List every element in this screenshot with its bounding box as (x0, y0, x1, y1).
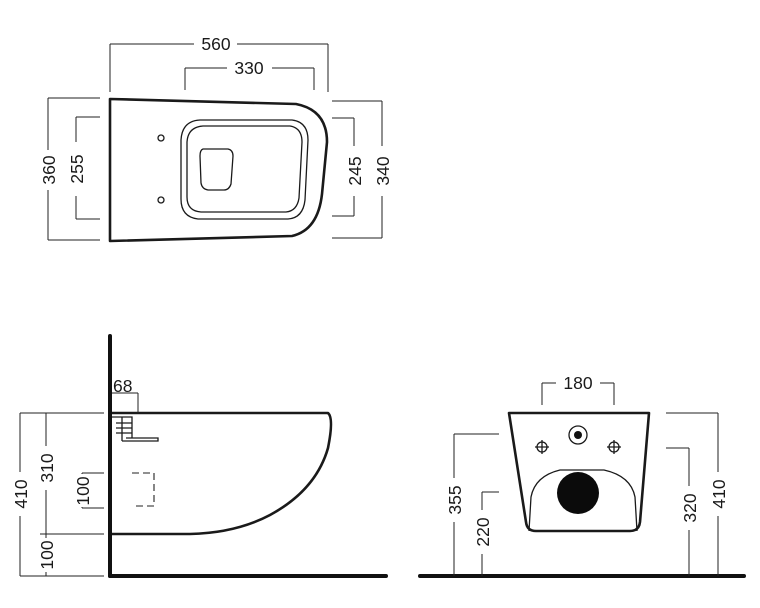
dim-410-front: 410 (666, 412, 729, 576)
dim-100-floor: 100 (37, 533, 57, 576)
dim-355: 355 (445, 433, 499, 576)
side-view-bracket (112, 416, 159, 442)
dim-255: 255 (67, 116, 100, 220)
dim-410-side-label: 410 (11, 479, 31, 508)
dim-100-outlet-label: 100 (73, 476, 93, 505)
dim-220-label: 220 (473, 517, 493, 546)
dim-340: 340 (332, 100, 393, 239)
dim-255-label: 255 (67, 154, 87, 183)
dim-360-label: 360 (39, 155, 59, 184)
dim-220: 220 (473, 491, 499, 576)
front-view: 180 355 220 320 410 (418, 373, 746, 578)
side-view: 68 410 310 100 100 (11, 334, 388, 578)
top-view-outline (108, 97, 329, 243)
dim-245-label: 245 (345, 156, 365, 185)
top-view-bowl-rim-inner (186, 125, 303, 213)
dim-100-floor-label: 100 (37, 540, 57, 569)
dim-410-side: 410 (11, 412, 104, 577)
dim-310: 310 (37, 413, 104, 535)
dim-180: 180 (541, 373, 615, 405)
front-view-fixing-hole-right (607, 440, 621, 454)
dim-310-label: 310 (37, 453, 57, 482)
dim-330-label: 330 (234, 58, 263, 78)
dim-68: 68 (112, 376, 139, 413)
front-view-water-inlet (568, 425, 588, 445)
front-view-fixing-hole-left (535, 440, 549, 454)
dim-320: 320 (666, 447, 700, 576)
dim-330: 330 (184, 58, 315, 90)
dim-560: 560 (109, 34, 329, 92)
side-view-bowl-outline (112, 411, 333, 536)
dim-245: 245 (332, 117, 365, 217)
dim-340-label: 340 (373, 156, 393, 185)
dim-410-front-label: 410 (709, 479, 729, 508)
dim-355-label: 355 (445, 485, 465, 514)
side-view-outlet-pipe (132, 472, 155, 507)
top-view: 560 330 360 255 245 340 (39, 34, 393, 243)
dim-180-label: 180 (563, 373, 592, 393)
front-view-outlet (557, 472, 599, 514)
dim-560-label: 560 (201, 34, 230, 54)
top-view-seat-hole-top (157, 134, 165, 142)
dim-100-outlet: 100 (73, 472, 104, 509)
dim-68-label: 68 (113, 376, 132, 396)
top-view-bowl-rim-outer (180, 119, 309, 220)
top-view-drain (199, 148, 234, 191)
front-view-bowl-opening (528, 469, 638, 532)
dim-320-label: 320 (680, 493, 700, 522)
top-view-seat-hole-bottom (157, 196, 165, 204)
dim-360: 360 (39, 97, 100, 241)
